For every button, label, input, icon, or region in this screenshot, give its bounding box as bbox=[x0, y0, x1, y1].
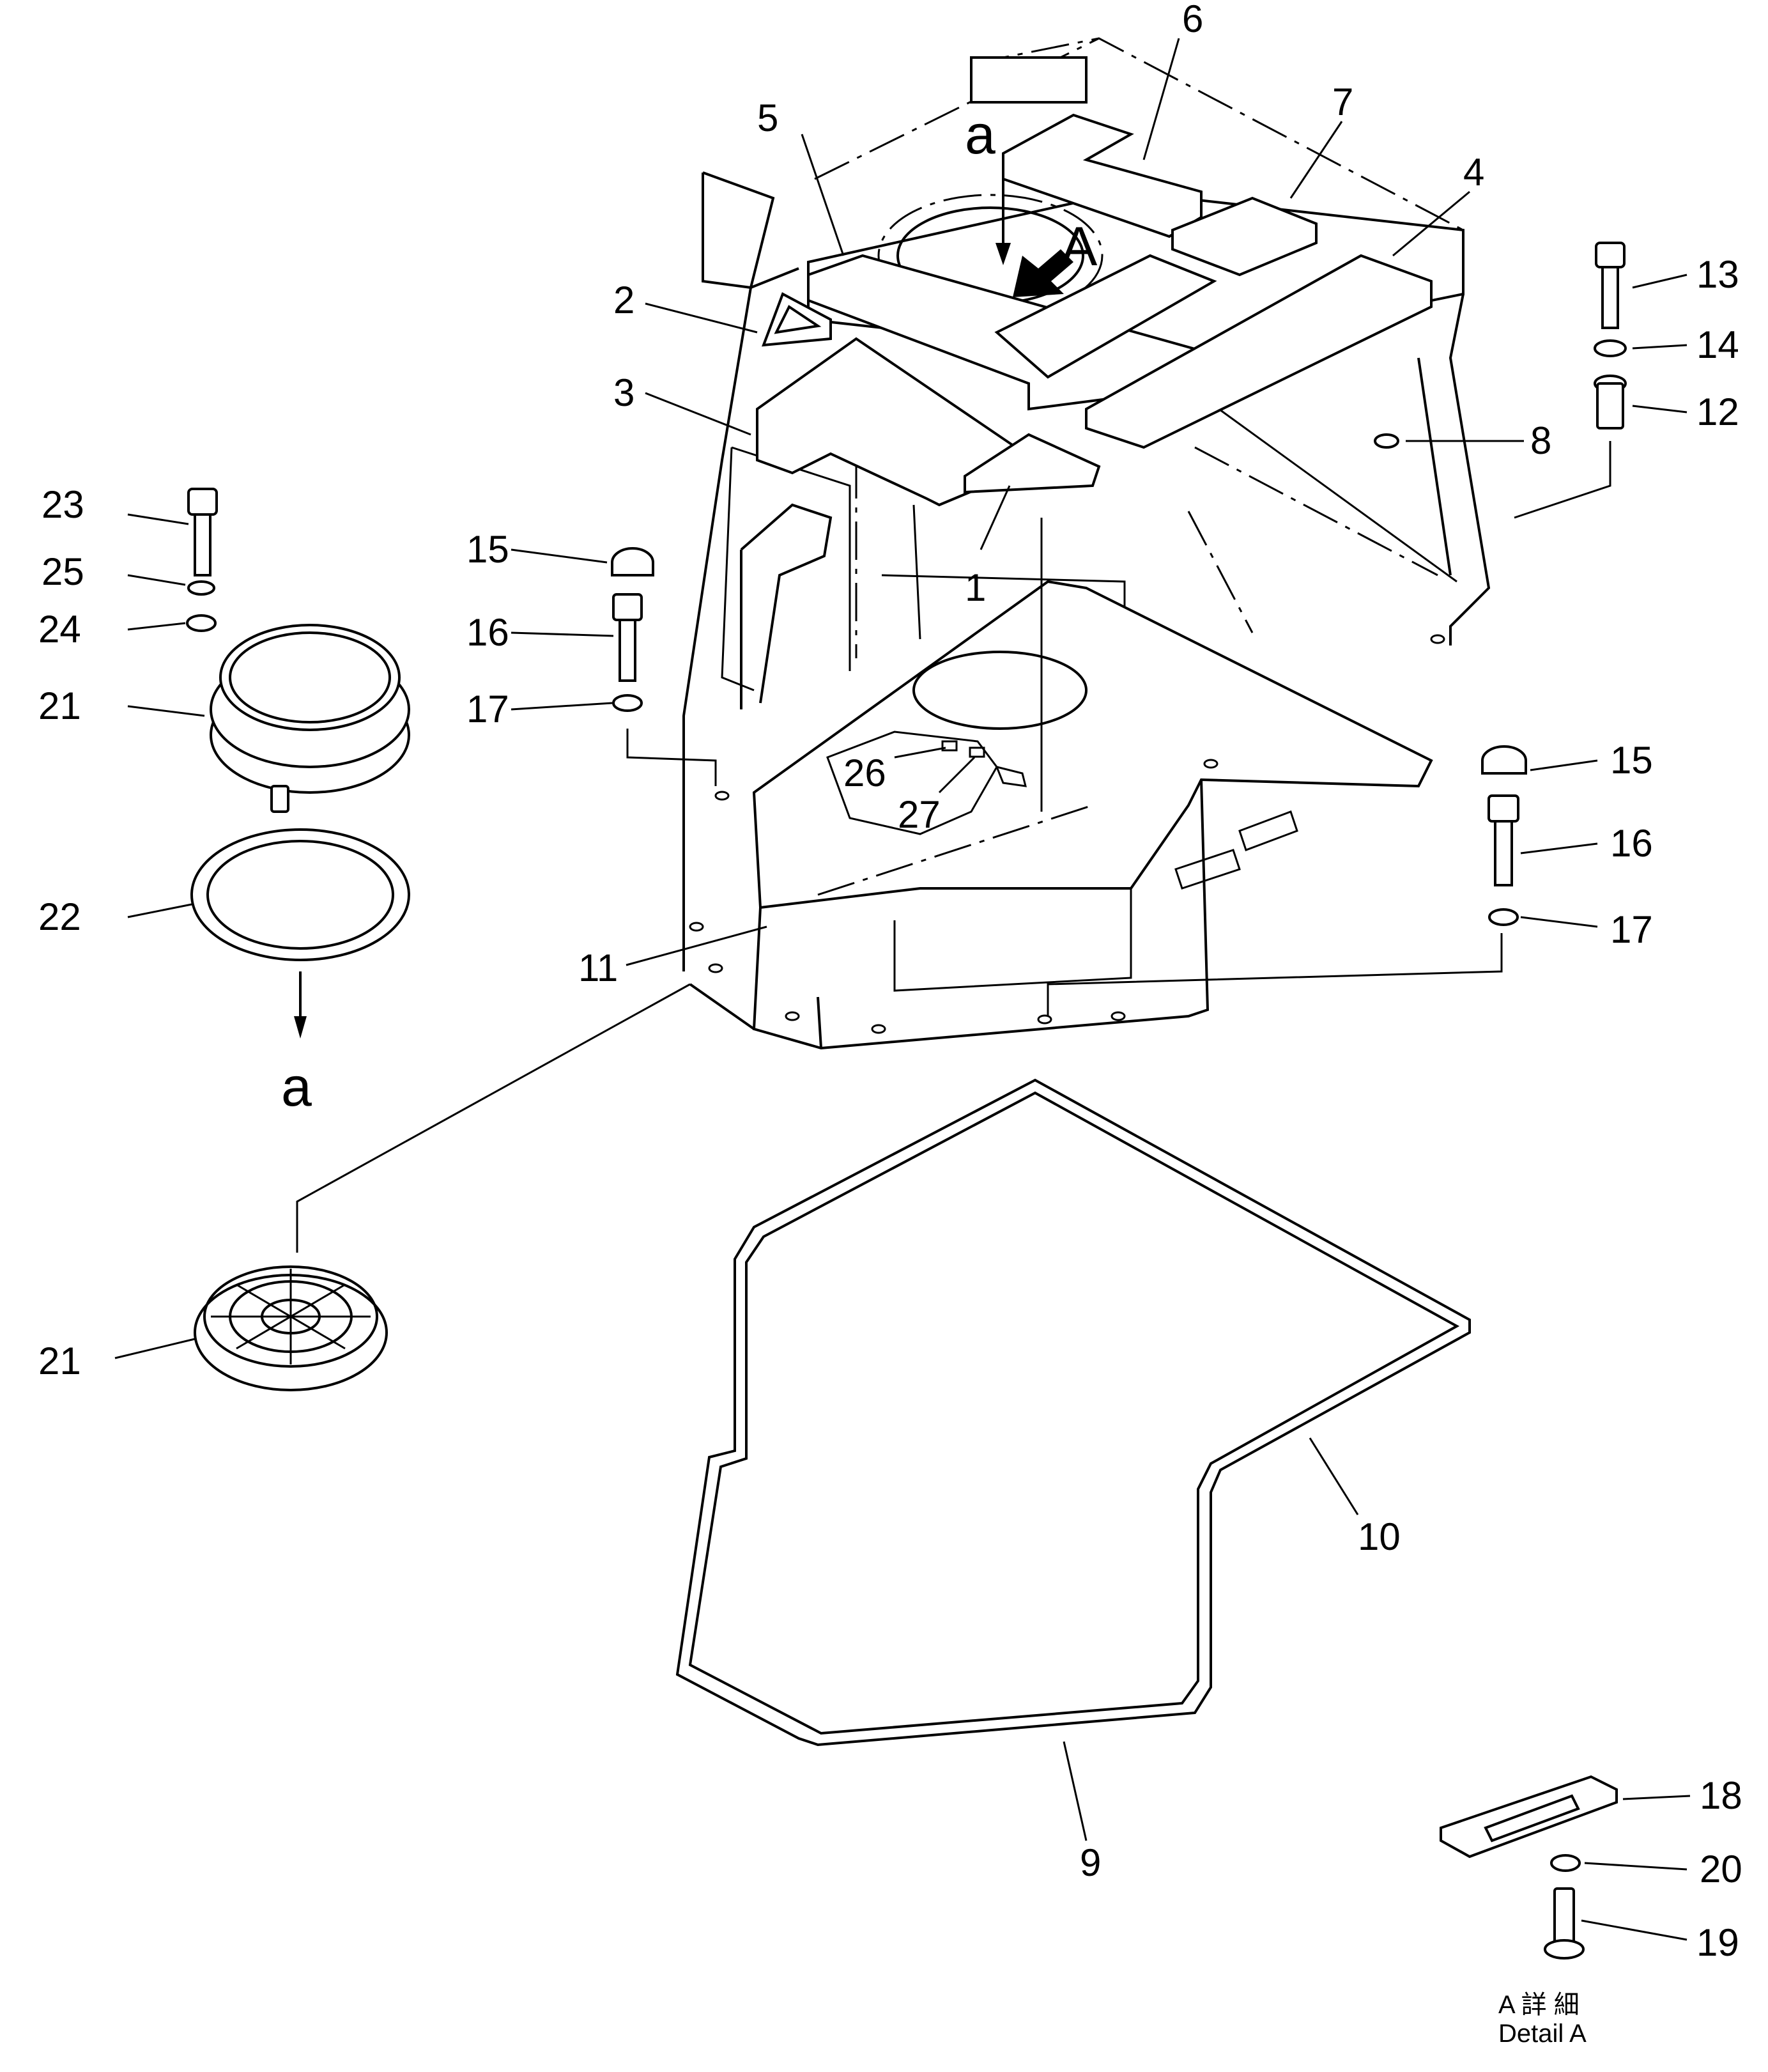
callout-12: 12 bbox=[1696, 390, 1739, 433]
callout-19: 19 bbox=[1696, 1921, 1739, 1964]
insulation-pads bbox=[756, 113, 1433, 507]
right-fasteners bbox=[1514, 242, 1627, 519]
callout-15-right: 15 bbox=[1610, 739, 1653, 782]
callout-23: 23 bbox=[42, 483, 84, 526]
callout-25: 25 bbox=[42, 550, 84, 593]
callout-1: 1 bbox=[965, 566, 986, 609]
callout-10: 10 bbox=[1358, 1515, 1401, 1558]
callout-5: 5 bbox=[757, 97, 778, 139]
detail-caption-jp: A 詳 細 bbox=[1498, 1991, 1580, 2019]
callout-16-right: 16 bbox=[1610, 822, 1653, 865]
callout-7: 7 bbox=[1332, 81, 1353, 123]
callout-27: 27 bbox=[898, 793, 941, 836]
callout-15-left: 15 bbox=[466, 528, 509, 571]
callout-21-top: 21 bbox=[38, 684, 81, 727]
frame-bolt-holes bbox=[689, 634, 1445, 1034]
callout-8: 8 bbox=[1530, 419, 1551, 462]
view-label-a: a bbox=[965, 104, 995, 166]
arrow-label-a: a bbox=[281, 1056, 312, 1118]
callout-22: 22 bbox=[38, 895, 81, 938]
callout-labels: 6 7 4 5 2 3 1 8 13 14 12 15 16 17 15 16 … bbox=[38, 0, 1742, 1964]
callout-13: 13 bbox=[1696, 253, 1739, 296]
callout-3: 3 bbox=[613, 371, 634, 414]
callout-6: 6 bbox=[1182, 0, 1203, 40]
callout-20: 20 bbox=[1700, 1848, 1742, 1890]
callout-4: 4 bbox=[1463, 151, 1484, 194]
detail-caption-en: Detail A bbox=[1498, 2020, 1587, 2048]
view-label-A: A bbox=[1061, 216, 1098, 277]
callout-17-left: 17 bbox=[466, 688, 509, 731]
callout-9: 9 bbox=[1080, 1841, 1101, 1884]
center-fasteners bbox=[611, 547, 717, 786]
callout-26: 26 bbox=[843, 752, 886, 794]
callout-14: 14 bbox=[1696, 323, 1739, 366]
callout-16-left: 16 bbox=[466, 611, 509, 654]
right-lower-fasteners bbox=[1047, 745, 1527, 1016]
callout-18: 18 bbox=[1700, 1774, 1742, 1817]
floor-seal bbox=[675, 1078, 1471, 1747]
callout-2: 2 bbox=[613, 279, 634, 321]
callout-24: 24 bbox=[38, 608, 81, 651]
detail-a bbox=[1440, 1775, 1618, 1960]
leader-lines bbox=[114, 38, 1691, 1941]
callout-11: 11 bbox=[578, 947, 618, 989]
vent-assembly bbox=[186, 488, 691, 1391]
callout-21-bottom: 21 bbox=[38, 1340, 81, 1382]
callout-17-right: 17 bbox=[1610, 908, 1653, 951]
